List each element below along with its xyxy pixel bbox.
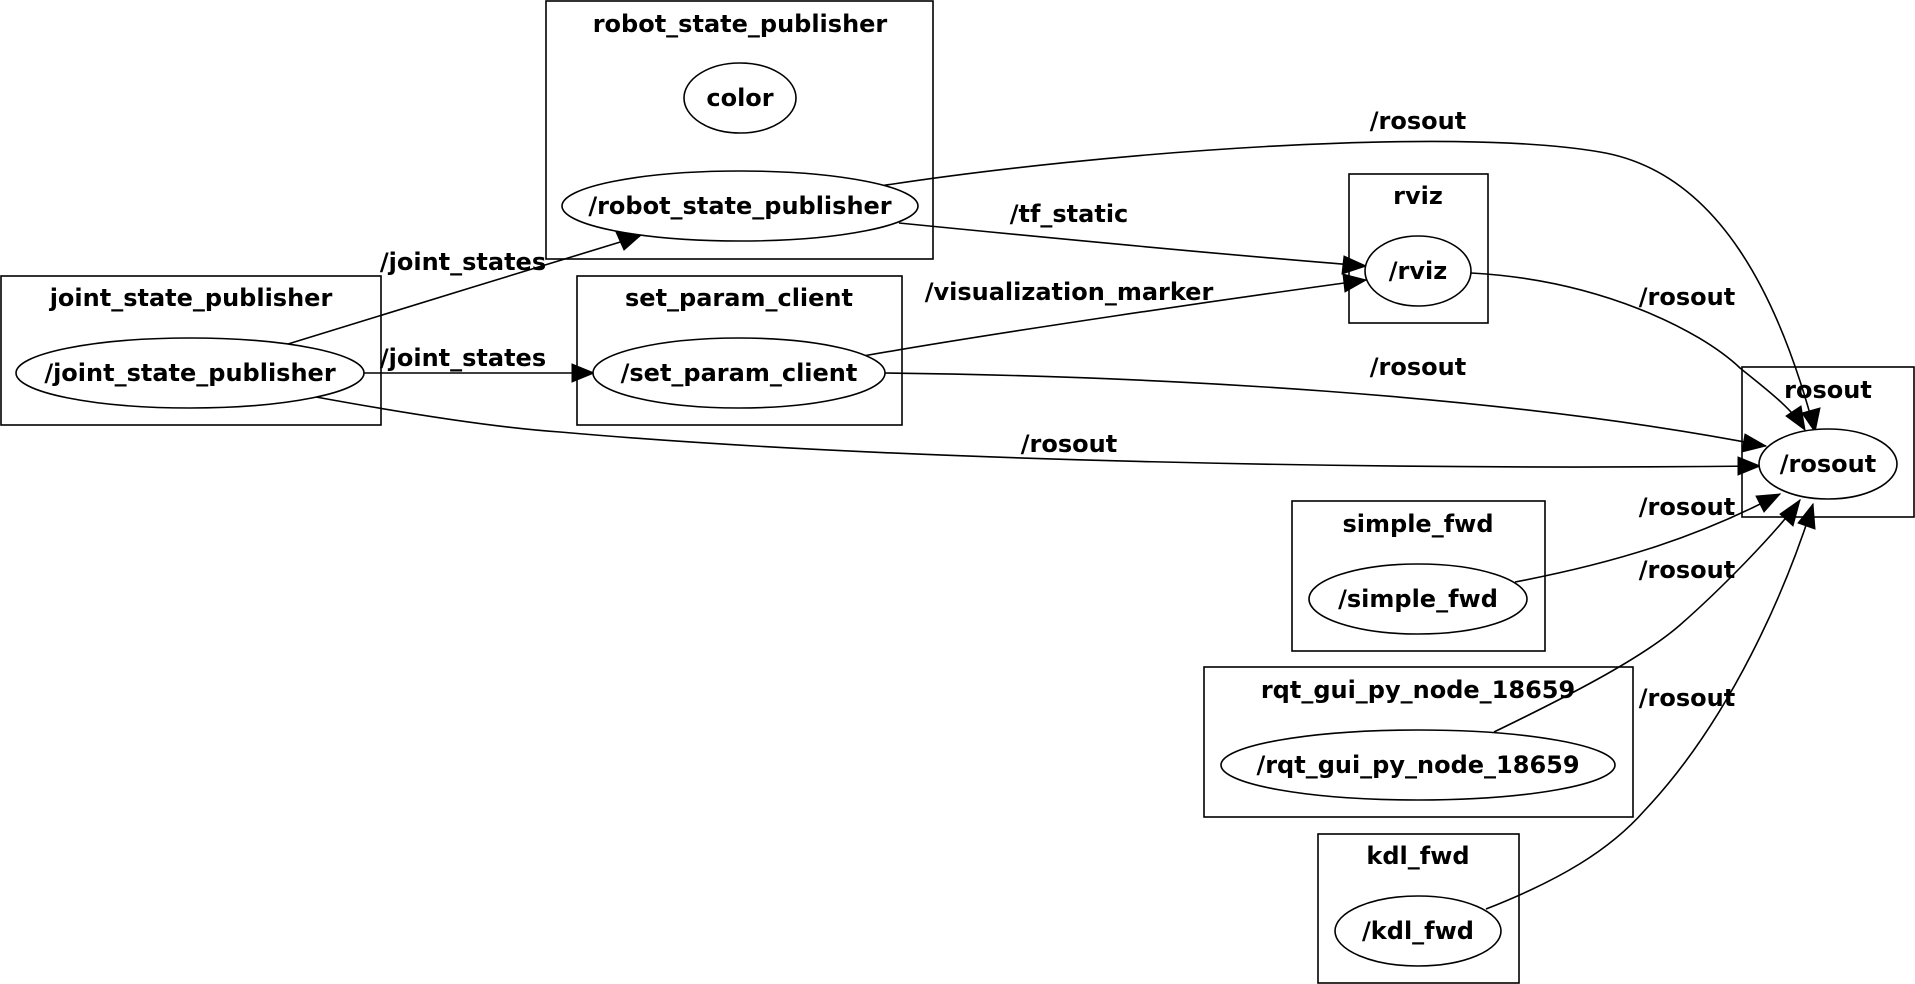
node-label: /rviz [1389, 257, 1447, 285]
edge-label: /rosout [1370, 353, 1466, 381]
node-simple-fwd[interactable]: /simple_fwd [1308, 563, 1528, 635]
edge-set-param-client-to-rosout[interactable]: /rosout [883, 353, 1768, 453]
cluster-label: kdl_fwd [1366, 842, 1469, 870]
edge-joint-states-to-set-param-client[interactable]: /joint_states [364, 344, 596, 383]
node-ellipse[interactable] [592, 337, 886, 409]
node-ellipse[interactable] [683, 62, 797, 134]
node-set-param-client[interactable]: /set_param_client [592, 337, 886, 409]
arrowhead [1801, 407, 1821, 434]
edge-label: /visualization_marker [925, 278, 1214, 306]
node-ellipse[interactable] [1220, 729, 1616, 801]
node-ellipse[interactable] [1334, 895, 1502, 967]
arrowhead [1785, 405, 1806, 432]
edge-label: /tf_static [1010, 200, 1129, 228]
node-rosout[interactable]: /rosout [1758, 428, 1898, 500]
node-ellipse[interactable] [1758, 428, 1898, 500]
edge-joint-state-publisher-to-rosout[interactable]: /rosout [315, 396, 1762, 476]
edge-joint-states-to-robot-state-publisher[interactable]: /joint_states [287, 231, 642, 345]
edge-label: /joint_states [380, 344, 546, 372]
node-rviz[interactable]: /rviz [1364, 235, 1472, 307]
node-robot-state-publisher[interactable]: /robot_state_publisher [561, 170, 919, 242]
cluster-label: rosout [1784, 376, 1872, 404]
node-label: /joint_state_publisher [44, 359, 336, 387]
edge-label: /rosout [1370, 107, 1466, 135]
node-ellipse[interactable] [1364, 235, 1472, 307]
node-label: color [706, 84, 773, 112]
arrowhead [571, 363, 596, 383]
arrowhead [1342, 273, 1368, 293]
edge-label: /rosout [1639, 283, 1735, 311]
node-joint-state-publisher[interactable]: /joint_state_publisher [15, 337, 365, 409]
node-label: /set_param_client [621, 359, 858, 387]
arrowhead [1797, 502, 1816, 530]
node-label: /kdl_fwd [1362, 917, 1474, 945]
node-kdl-fwd[interactable]: /kdl_fwd [1334, 895, 1502, 967]
cluster-label: joint_state_publisher [49, 284, 333, 312]
edge-path[interactable] [1485, 503, 1814, 910]
node-ellipse[interactable] [561, 170, 919, 242]
edge-path[interactable] [879, 140, 1816, 433]
arrowhead [1755, 493, 1782, 513]
edge-path[interactable] [1470, 272, 1806, 431]
node-label: /robot_state_publisher [588, 192, 891, 220]
node-label: /rosout [1780, 450, 1876, 478]
cluster-label: rviz [1393, 182, 1443, 210]
edge-label: /rosout [1639, 684, 1735, 712]
cluster-label: set_param_client [625, 284, 853, 312]
edge-simple-fwd-to-rosout[interactable]: /rosout [1514, 493, 1782, 583]
edge-path[interactable] [862, 279, 1367, 357]
edge-path[interactable] [898, 222, 1367, 267]
node-rqt-gui-py-node-18659[interactable]: /rqt_gui_py_node_18659 [1220, 729, 1616, 801]
arrowhead [1741, 433, 1768, 453]
cluster-label: simple_fwd [1343, 510, 1494, 538]
edge-visualization-marker-to-rviz[interactable]: /visualization_marker [862, 273, 1368, 357]
edge-path[interactable] [1493, 499, 1801, 733]
edge-path[interactable] [883, 372, 1767, 447]
edge-path[interactable] [315, 396, 1761, 468]
arrowhead [1341, 255, 1368, 275]
edge-rqt-gui-py-node-to-rosout[interactable]: /rosout [1493, 498, 1801, 733]
edge-kdl-fwd-to-rosout[interactable]: /rosout [1485, 502, 1816, 910]
edge-label: /rosout [1639, 493, 1735, 521]
edge-label: /joint_states [380, 248, 546, 276]
node-color[interactable]: color [683, 62, 797, 134]
node-label: /simple_fwd [1338, 585, 1498, 613]
edge-robot-state-publisher-to-rosout[interactable]: /rosout [879, 107, 1821, 434]
arrowhead [1737, 456, 1762, 476]
edge-label: /rosout [1639, 556, 1735, 584]
arrowhead [1779, 498, 1801, 527]
edge-rviz-to-rosout[interactable]: /rosout [1470, 272, 1806, 432]
cluster-label: rqt_gui_py_node_18659 [1261, 676, 1575, 704]
edge-tf-static-to-rviz[interactable]: /tf_static [898, 200, 1368, 275]
node-label: /rqt_gui_py_node_18659 [1256, 751, 1579, 779]
node-ellipse[interactable] [15, 337, 365, 409]
edge-path[interactable] [1514, 493, 1781, 583]
node-ellipse[interactable] [1308, 563, 1528, 635]
cluster-label: robot_state_publisher [593, 10, 888, 38]
edge-path[interactable] [287, 235, 641, 345]
edge-label: /rosout [1021, 430, 1117, 458]
